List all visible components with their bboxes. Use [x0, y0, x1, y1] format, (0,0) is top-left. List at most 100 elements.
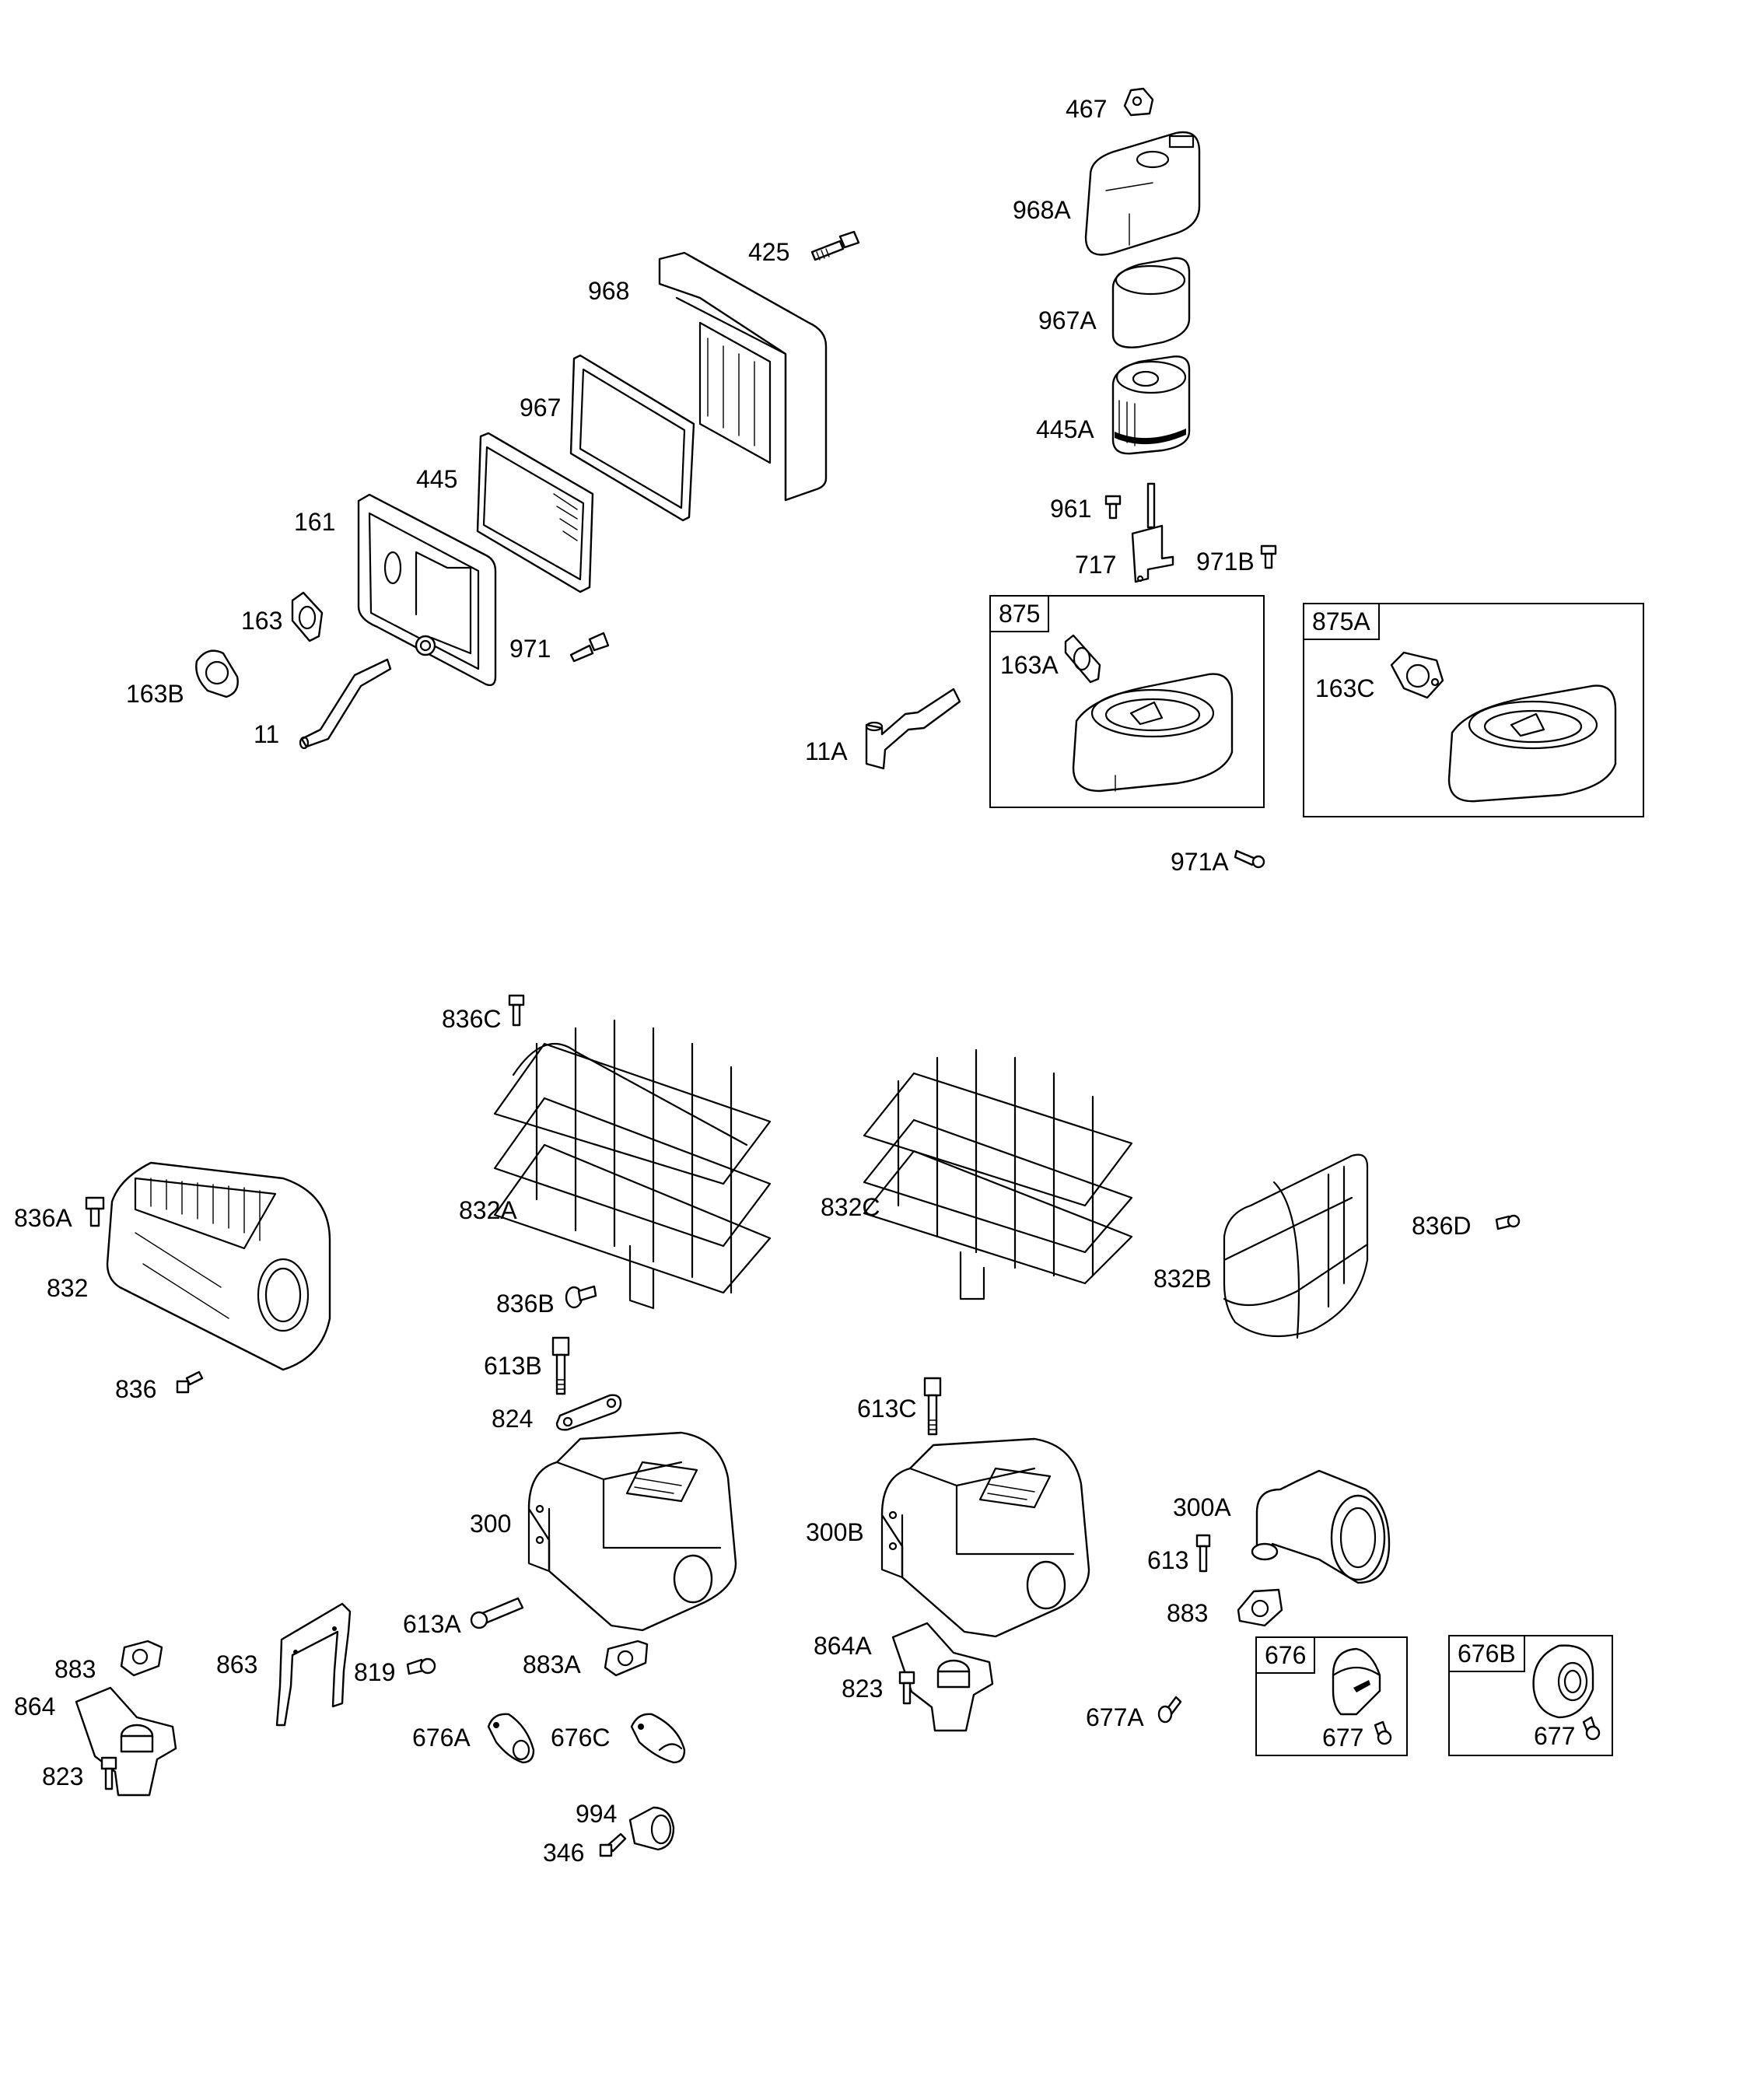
part-613C-bolt[interactable] [922, 1377, 943, 1440]
part-613A-bolt[interactable] [470, 1591, 529, 1633]
label-445A: 445A [1036, 415, 1094, 443]
label-832B: 832B [1153, 1265, 1212, 1293]
part-163C-gasket[interactable] [1388, 649, 1444, 708]
label-819: 819 [354, 1658, 396, 1686]
part-163-gasket[interactable] [288, 590, 327, 648]
label-677b: 677 [1534, 1722, 1576, 1750]
label-832: 832 [47, 1274, 89, 1302]
part-875-base[interactable] [1069, 667, 1240, 795]
label-467: 467 [1066, 95, 1108, 123]
label-968: 968 [588, 277, 630, 305]
label-863: 863 [216, 1650, 258, 1678]
label-994: 994 [576, 1800, 618, 1828]
part-300A-muffler[interactable] [1241, 1466, 1397, 1594]
part-300-muffler[interactable] [526, 1431, 759, 1637]
part-163B-gasket[interactable] [192, 646, 243, 704]
part-676B-adapter[interactable] [1528, 1643, 1598, 1724]
part-676-deflector[interactable] [1325, 1644, 1395, 1726]
part-425-bolt[interactable] [809, 226, 863, 268]
part-819-screw[interactable] [406, 1655, 437, 1681]
kit-label-875A: 875A [1304, 604, 1380, 640]
label-864: 864 [14, 1692, 56, 1720]
label-836A: 836A [14, 1204, 72, 1232]
part-676C-deflector[interactable] [628, 1711, 691, 1769]
part-11-hose[interactable] [297, 652, 398, 757]
part-832C-guard[interactable] [859, 1019, 1139, 1303]
part-967A-prefilter[interactable] [1108, 257, 1194, 354]
part-971B-screw[interactable] [1258, 544, 1279, 573]
label-961: 961 [1050, 495, 1092, 523]
part-883-gasket-b[interactable] [1234, 1587, 1285, 1634]
kit-label-676B: 676B [1450, 1636, 1525, 1672]
part-823-screw-b[interactable] [898, 1671, 916, 1709]
part-717-bracket[interactable] [1126, 482, 1181, 595]
part-467-knob[interactable] [1120, 86, 1159, 124]
kit-box-676B[interactable]: 676B 677 [1448, 1635, 1613, 1756]
part-676A-deflector[interactable] [485, 1711, 540, 1769]
part-864-mount[interactable] [72, 1686, 180, 1799]
part-968A-cover[interactable] [1083, 128, 1211, 264]
part-824-plate[interactable] [554, 1392, 624, 1437]
label-836B: 836B [496, 1290, 555, 1318]
label-968A: 968A [1013, 196, 1071, 224]
part-445A-filter[interactable] [1108, 354, 1194, 459]
part-863-bracket[interactable] [272, 1601, 358, 1729]
part-832B-guard[interactable] [1220, 1151, 1383, 1349]
label-883A: 883A [523, 1650, 581, 1678]
kit-box-875[interactable]: 875 163A [989, 595, 1265, 808]
part-994-spark-arrestor[interactable] [627, 1804, 677, 1855]
part-613-bolt[interactable] [1195, 1534, 1212, 1577]
part-677-screw-b[interactable] [1580, 1714, 1602, 1746]
label-300B: 300B [806, 1518, 864, 1546]
label-613C: 613C [857, 1395, 917, 1423]
part-961-screw[interactable] [1103, 495, 1123, 523]
part-836C-screw[interactable] [507, 994, 526, 1031]
part-677-screw-a[interactable] [1372, 1720, 1394, 1749]
part-883-gasket[interactable] [117, 1640, 165, 1682]
kit-label-875: 875 [991, 597, 1050, 632]
part-832A-guard[interactable] [490, 997, 786, 1312]
label-971A: 971A [1171, 848, 1229, 876]
kit-box-676[interactable]: 676 677 [1255, 1636, 1408, 1756]
label-823b: 823 [842, 1675, 884, 1703]
part-967-prefilter[interactable] [568, 354, 700, 529]
part-832-shield[interactable] [104, 1132, 338, 1384]
label-971B: 971B [1196, 548, 1255, 576]
kit-box-875A[interactable]: 875A 163C [1303, 603, 1644, 817]
part-836D-screw[interactable] [1495, 1212, 1520, 1236]
label-883b: 883 [1167, 1599, 1209, 1627]
label-425: 425 [748, 238, 790, 266]
label-677A: 677A [1086, 1703, 1144, 1731]
label-836D: 836D [1412, 1212, 1472, 1240]
part-836B-screw[interactable] [565, 1283, 597, 1314]
part-883A-gasket[interactable] [602, 1640, 650, 1682]
part-968-cover[interactable] [653, 253, 832, 513]
part-11A-hose[interactable] [862, 670, 967, 787]
label-823: 823 [42, 1762, 84, 1790]
part-161-base[interactable] [354, 490, 502, 704]
label-163: 163 [241, 607, 283, 635]
label-163A: 163A [1000, 651, 1059, 679]
part-346-screw[interactable] [599, 1829, 627, 1861]
label-717: 717 [1075, 551, 1117, 579]
part-823-screw[interactable] [100, 1756, 118, 1794]
label-676C: 676C [551, 1724, 611, 1752]
label-163B: 163B [126, 680, 184, 708]
kit-label-676: 676 [1257, 1638, 1316, 1674]
part-163A-gasket[interactable] [1062, 634, 1103, 688]
label-677a: 677 [1322, 1724, 1364, 1752]
part-836-screw[interactable] [176, 1370, 204, 1399]
part-445-filter[interactable] [476, 432, 600, 603]
label-613B: 613B [484, 1352, 542, 1380]
label-300A: 300A [1173, 1493, 1231, 1521]
part-300B-muffler[interactable] [879, 1437, 1112, 1643]
part-613B-bolt[interactable] [551, 1336, 571, 1399]
label-967A: 967A [1038, 306, 1097, 334]
label-971: 971 [509, 635, 551, 663]
part-875A-base[interactable] [1444, 678, 1623, 807]
part-677A-screw[interactable] [1157, 1694, 1182, 1727]
part-864A-mount[interactable] [888, 1622, 997, 1734]
part-971A-screw[interactable] [1235, 846, 1266, 873]
part-836A-screw[interactable] [84, 1196, 106, 1231]
part-971-screw[interactable] [568, 628, 611, 667]
